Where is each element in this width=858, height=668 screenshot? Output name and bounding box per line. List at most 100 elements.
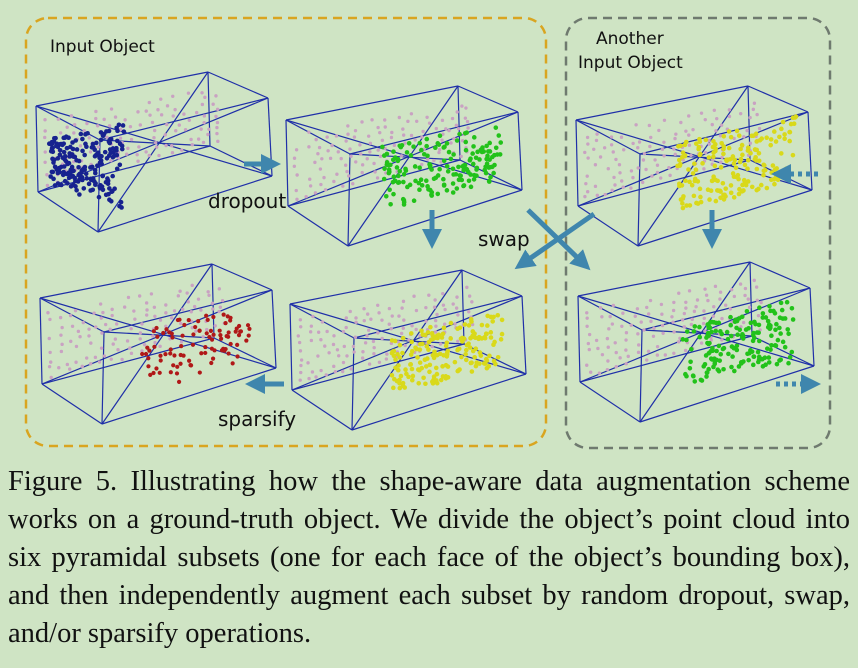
point (146, 356, 151, 361)
point (720, 180, 726, 186)
box-edge (37, 191, 99, 233)
point (399, 154, 404, 158)
point (786, 331, 791, 337)
point (703, 329, 707, 333)
point (199, 308, 203, 312)
point (653, 158, 657, 162)
point (212, 348, 217, 353)
point (87, 136, 91, 140)
point (471, 144, 476, 149)
point (52, 164, 58, 170)
point (157, 153, 161, 158)
point (394, 378, 400, 384)
point (473, 335, 478, 341)
point (120, 357, 124, 362)
point (467, 310, 471, 314)
point (197, 328, 202, 333)
point (188, 362, 193, 368)
point (81, 186, 87, 191)
point (704, 370, 710, 375)
box-edge (461, 269, 465, 345)
point (699, 341, 704, 345)
box-edge (637, 153, 641, 247)
point (294, 148, 299, 152)
box-edge (209, 145, 273, 177)
point (721, 197, 727, 202)
point (477, 361, 482, 366)
point (397, 115, 402, 120)
point (671, 308, 676, 313)
point (397, 168, 403, 174)
point (583, 150, 587, 155)
point (102, 354, 107, 358)
point (738, 146, 743, 152)
point (190, 342, 196, 347)
point (323, 344, 327, 348)
point (789, 349, 795, 355)
point (491, 342, 496, 348)
point (609, 143, 614, 147)
point (661, 331, 665, 335)
point (140, 351, 145, 357)
point (768, 308, 773, 314)
point (163, 133, 167, 137)
point (391, 191, 396, 197)
point (218, 333, 223, 338)
point (72, 122, 77, 127)
point (621, 185, 625, 189)
point (732, 157, 738, 163)
point (381, 153, 387, 158)
point (482, 335, 488, 341)
point (587, 332, 592, 337)
point (707, 197, 712, 202)
point (382, 166, 387, 171)
point (89, 145, 95, 150)
point (177, 123, 182, 127)
point (410, 323, 414, 328)
point (49, 375, 53, 380)
point (57, 166, 62, 171)
point (359, 152, 363, 156)
point (444, 141, 450, 146)
point (168, 347, 173, 352)
point (349, 154, 353, 158)
point (89, 164, 95, 170)
point (751, 335, 757, 341)
point (390, 314, 394, 318)
point (80, 136, 85, 142)
point (394, 165, 400, 170)
point (586, 142, 590, 146)
point (309, 324, 314, 328)
point (613, 183, 617, 187)
point (698, 199, 704, 205)
point (310, 370, 315, 374)
point (728, 322, 734, 328)
point (367, 362, 372, 366)
point (95, 163, 100, 168)
point (479, 336, 485, 341)
point (110, 188, 115, 194)
point (213, 324, 217, 328)
point (136, 110, 140, 114)
point (743, 182, 749, 188)
point (434, 333, 440, 339)
point (680, 337, 686, 342)
point (415, 367, 421, 372)
point (733, 165, 739, 171)
point (392, 338, 398, 344)
point (721, 151, 726, 157)
point (456, 126, 461, 131)
point (718, 165, 724, 170)
point (721, 144, 727, 149)
point (215, 107, 220, 112)
point (717, 188, 723, 194)
point (662, 140, 666, 144)
point (163, 351, 168, 357)
point (477, 157, 482, 162)
point (744, 308, 750, 314)
swap-arrow-a (526, 208, 591, 271)
box-edge (807, 111, 813, 191)
point (691, 193, 697, 199)
point (406, 141, 412, 146)
point (152, 344, 157, 349)
